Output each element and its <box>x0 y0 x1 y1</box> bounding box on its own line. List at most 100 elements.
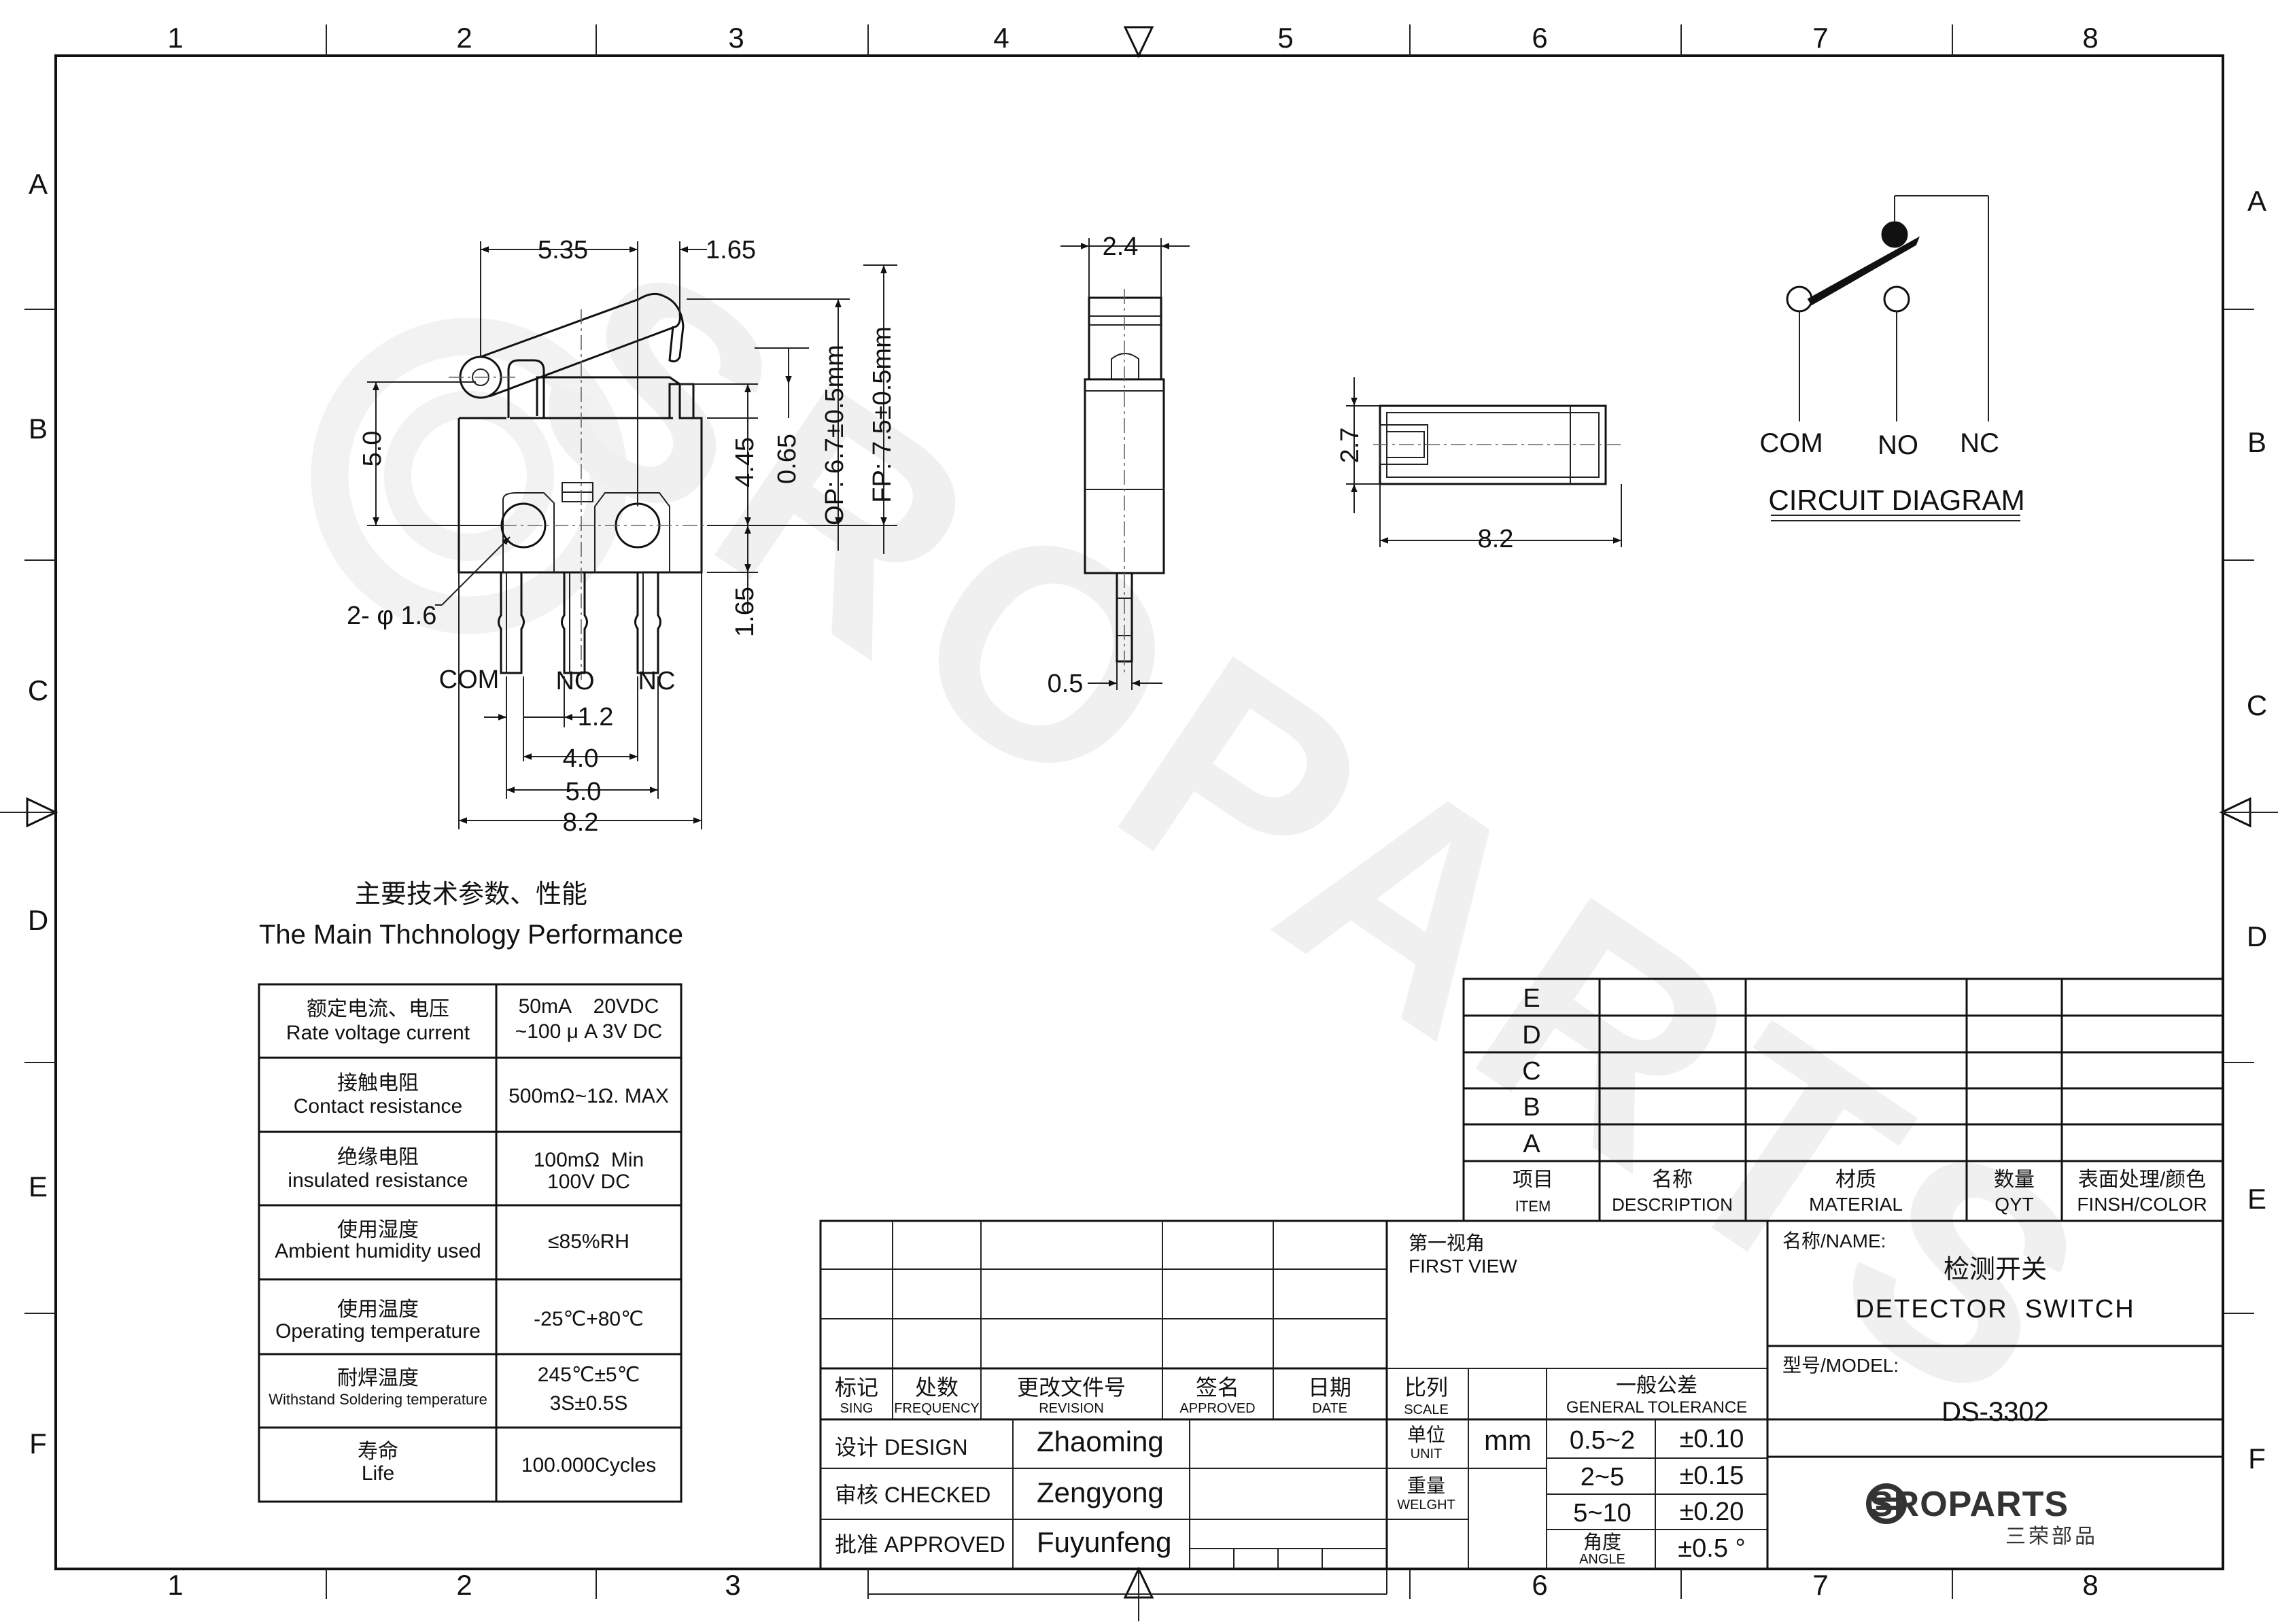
spec-row-3-value: 100mΩ Min <box>534 1149 644 1171</box>
grid-col-8-bottom: 8 <box>2082 1569 2098 1601</box>
grid-row-d-right: D <box>2247 920 2267 952</box>
rev-header-approved-en: APPROVED <box>1179 1401 1255 1416</box>
rev-header-revision-en: REVISION <box>1039 1401 1104 1416</box>
dim-8-2-front: 8.2 <box>563 808 599 837</box>
grid-row-c-right: C <box>2247 689 2267 721</box>
grid-row-e-right: E <box>2247 1183 2266 1215</box>
grid-col-6: 6 <box>1532 22 1547 54</box>
circuit-label-nc: NC <box>1960 428 1999 458</box>
front-view: 5.35 1.65 5.0 4.45 1.65 <box>347 236 897 837</box>
signoff-design-label: 设计 DESIGN <box>835 1435 968 1459</box>
circuit-label-com: COM <box>1759 428 1823 458</box>
dim-1-65-top: 1.65 <box>706 236 756 264</box>
name-en: DETECTOR SWITCH <box>1855 1295 2135 1324</box>
grid-col-4: 4 <box>993 22 1009 54</box>
weight-cn: 重量 <box>1407 1475 1445 1496</box>
bom-header-item-cn: 项目 <box>1513 1169 1553 1191</box>
model-value: DS-3302 <box>1942 1397 2049 1427</box>
grid-col-2-bottom: 2 <box>456 1569 472 1601</box>
spec-row-3-cn: 绝缘电阻 <box>337 1146 419 1169</box>
bom-row-e: E <box>1523 984 1540 1013</box>
dim-8-2-bottom: 8.2 <box>1478 525 1514 553</box>
bom-row-b: B <box>1523 1093 1540 1122</box>
dim-top: 5.35 1.65 <box>480 236 756 506</box>
spec-row-2-value: 500mΩ~1Ω. MAX <box>508 1085 669 1107</box>
grid-col-1: 1 <box>167 22 183 54</box>
specs-title-en: The Main Thchnology Performance <box>259 920 683 950</box>
bom-header-desc-cn: 名称 <box>1652 1169 1693 1191</box>
dim-5-0-bottom: 5.0 <box>566 778 602 806</box>
dim-bottom: 1.2 4.0 5.0 8.2 <box>458 572 702 837</box>
unit-value: mm <box>1484 1424 1532 1456</box>
circuit-title: CIRCUIT DIAGRAM <box>1768 484 2024 516</box>
name-model-block: 名称/NAME: 检测开关 DETECTOR SWITCH 型号/MODEL: … <box>1767 1230 2223 1548</box>
spec-row-1-cn: 额定电流、电压 <box>307 998 449 1020</box>
grid-col-2: 2 <box>456 22 472 54</box>
pin-label-nc: NC <box>638 667 676 695</box>
spec-row-2-cn: 接触电阻 <box>337 1072 419 1094</box>
logo-subtext: 三荣部品 <box>2005 1525 2098 1548</box>
dim-5-0-left: 5.0 <box>358 431 387 467</box>
bom-row-a: A <box>1523 1130 1540 1158</box>
bom-row-c: C <box>1522 1057 1540 1086</box>
grid-row-b-right: B <box>2247 426 2266 458</box>
spec-row-1-en: Rate voltage current <box>286 1022 470 1044</box>
specs-table: 额定电流、电压 Rate voltage current 50mA 20VDC … <box>258 983 683 1503</box>
bom-table: E D C B A 项目 ITEM 名称 DESCRIPTION 材质 MATE… <box>1462 978 2224 1222</box>
watermark-logo-core <box>384 391 554 561</box>
terminals <box>498 572 661 674</box>
grid-row-a: A <box>29 168 48 200</box>
tolerance-value-1: ±0.10 <box>1680 1425 1744 1453</box>
weight-en: WELGHT <box>1397 1498 1455 1513</box>
dim-5-35: 5.35 <box>538 236 588 264</box>
grid-row-e: E <box>29 1171 48 1203</box>
tolerance-angle-en: ANGLE <box>1579 1552 1625 1567</box>
unit-en: UNIT <box>1411 1447 1443 1462</box>
grid-col-5: 5 <box>1277 22 1293 54</box>
dim-0-5: 0.5 <box>1048 670 1084 698</box>
view-en: FIRST VIEW <box>1409 1256 1517 1277</box>
dim-left: 5.0 <box>358 381 503 526</box>
rev-header-sing-cn: 标记 <box>835 1375 878 1400</box>
grid-row-f-right: F <box>2248 1442 2266 1474</box>
spec-row-1-value-2: ~100 μ A 3V DC <box>515 1020 663 1043</box>
signoff-design-name: Zhaoming <box>1037 1426 1164 1457</box>
company-logo: SROPARTS 三荣部品 <box>1866 1483 2098 1548</box>
view-scale-block: 第一视角 FIRST VIEW 比列 SCALE 单位 UNIT mm 重量 W… <box>1387 1232 1767 1569</box>
bom-header-material-cn: 材质 <box>1835 1169 1876 1191</box>
scale-en: SCALE <box>1404 1402 1449 1417</box>
grid-col-6-bottom: 6 <box>1532 1569 1547 1601</box>
spec-row-5-value: -25℃+80℃ <box>534 1308 644 1330</box>
spec-row-4-cn: 使用湿度 <box>337 1219 419 1241</box>
grid-col-7: 7 <box>1812 22 1828 54</box>
tolerance-angle-cn: 角度 <box>1583 1532 1621 1553</box>
bom-header-qty-en: QYT <box>1995 1194 2034 1215</box>
spec-row-6-value: 245℃±5℃ <box>538 1364 640 1386</box>
unit-cn: 单位 <box>1407 1424 1445 1445</box>
spec-row-5-cn: 使用温度 <box>337 1298 419 1321</box>
spec-row-6-value-2: 3S±0.5S <box>550 1392 628 1415</box>
tolerance-title-en: GENERAL TOLERANCE <box>1566 1398 1747 1417</box>
signoff-approved-label: 批准 APPROVED <box>835 1532 1005 1557</box>
bom-header-finish-cn: 表面处理/颜色 <box>2078 1169 2206 1191</box>
signoff-table: 设计 DESIGN Zhaoming 审核 CHECKED Zengyong 批… <box>821 1419 1387 1595</box>
center-mark-top <box>1123 26 1154 58</box>
tolerance-value-2: ±0.15 <box>1680 1462 1744 1490</box>
tolerance-block: 一般公差 GENERAL TOLERANCE 0.5~2 ±0.10 2~5 ±… <box>1547 1221 1769 1569</box>
dim-4-45: 4.45 <box>731 437 759 487</box>
dim-hole: 2- φ 1.6 <box>347 602 436 630</box>
rev-header-freq-cn: 处数 <box>915 1375 959 1400</box>
pin-label-no: NO <box>556 667 595 695</box>
spec-row-6-en: Withstand Soldering temperature <box>269 1391 487 1408</box>
view-cn: 第一视角 <box>1409 1232 1485 1254</box>
grid-row-d: D <box>28 904 48 936</box>
logo-text: SROPARTS <box>1869 1485 2069 1524</box>
model-label: 型号/MODEL: <box>1782 1355 1899 1376</box>
rev-header-freq-en: FREQUENCY <box>894 1401 980 1416</box>
tolerance-angle-value: ±0.5 ° <box>1678 1534 1745 1563</box>
spec-row-7-cn: 寿命 <box>358 1440 398 1463</box>
revision-table: 标记 SING 处数 FREQUENCY 更改文件号 REVISION 签名 A… <box>821 1221 2223 1569</box>
grid-row-b: B <box>29 413 48 445</box>
rev-header-sing-en: SING <box>840 1401 874 1416</box>
circuit-diagram: COM NO NC CIRCUIT DIAGRAM <box>1759 195 2025 521</box>
